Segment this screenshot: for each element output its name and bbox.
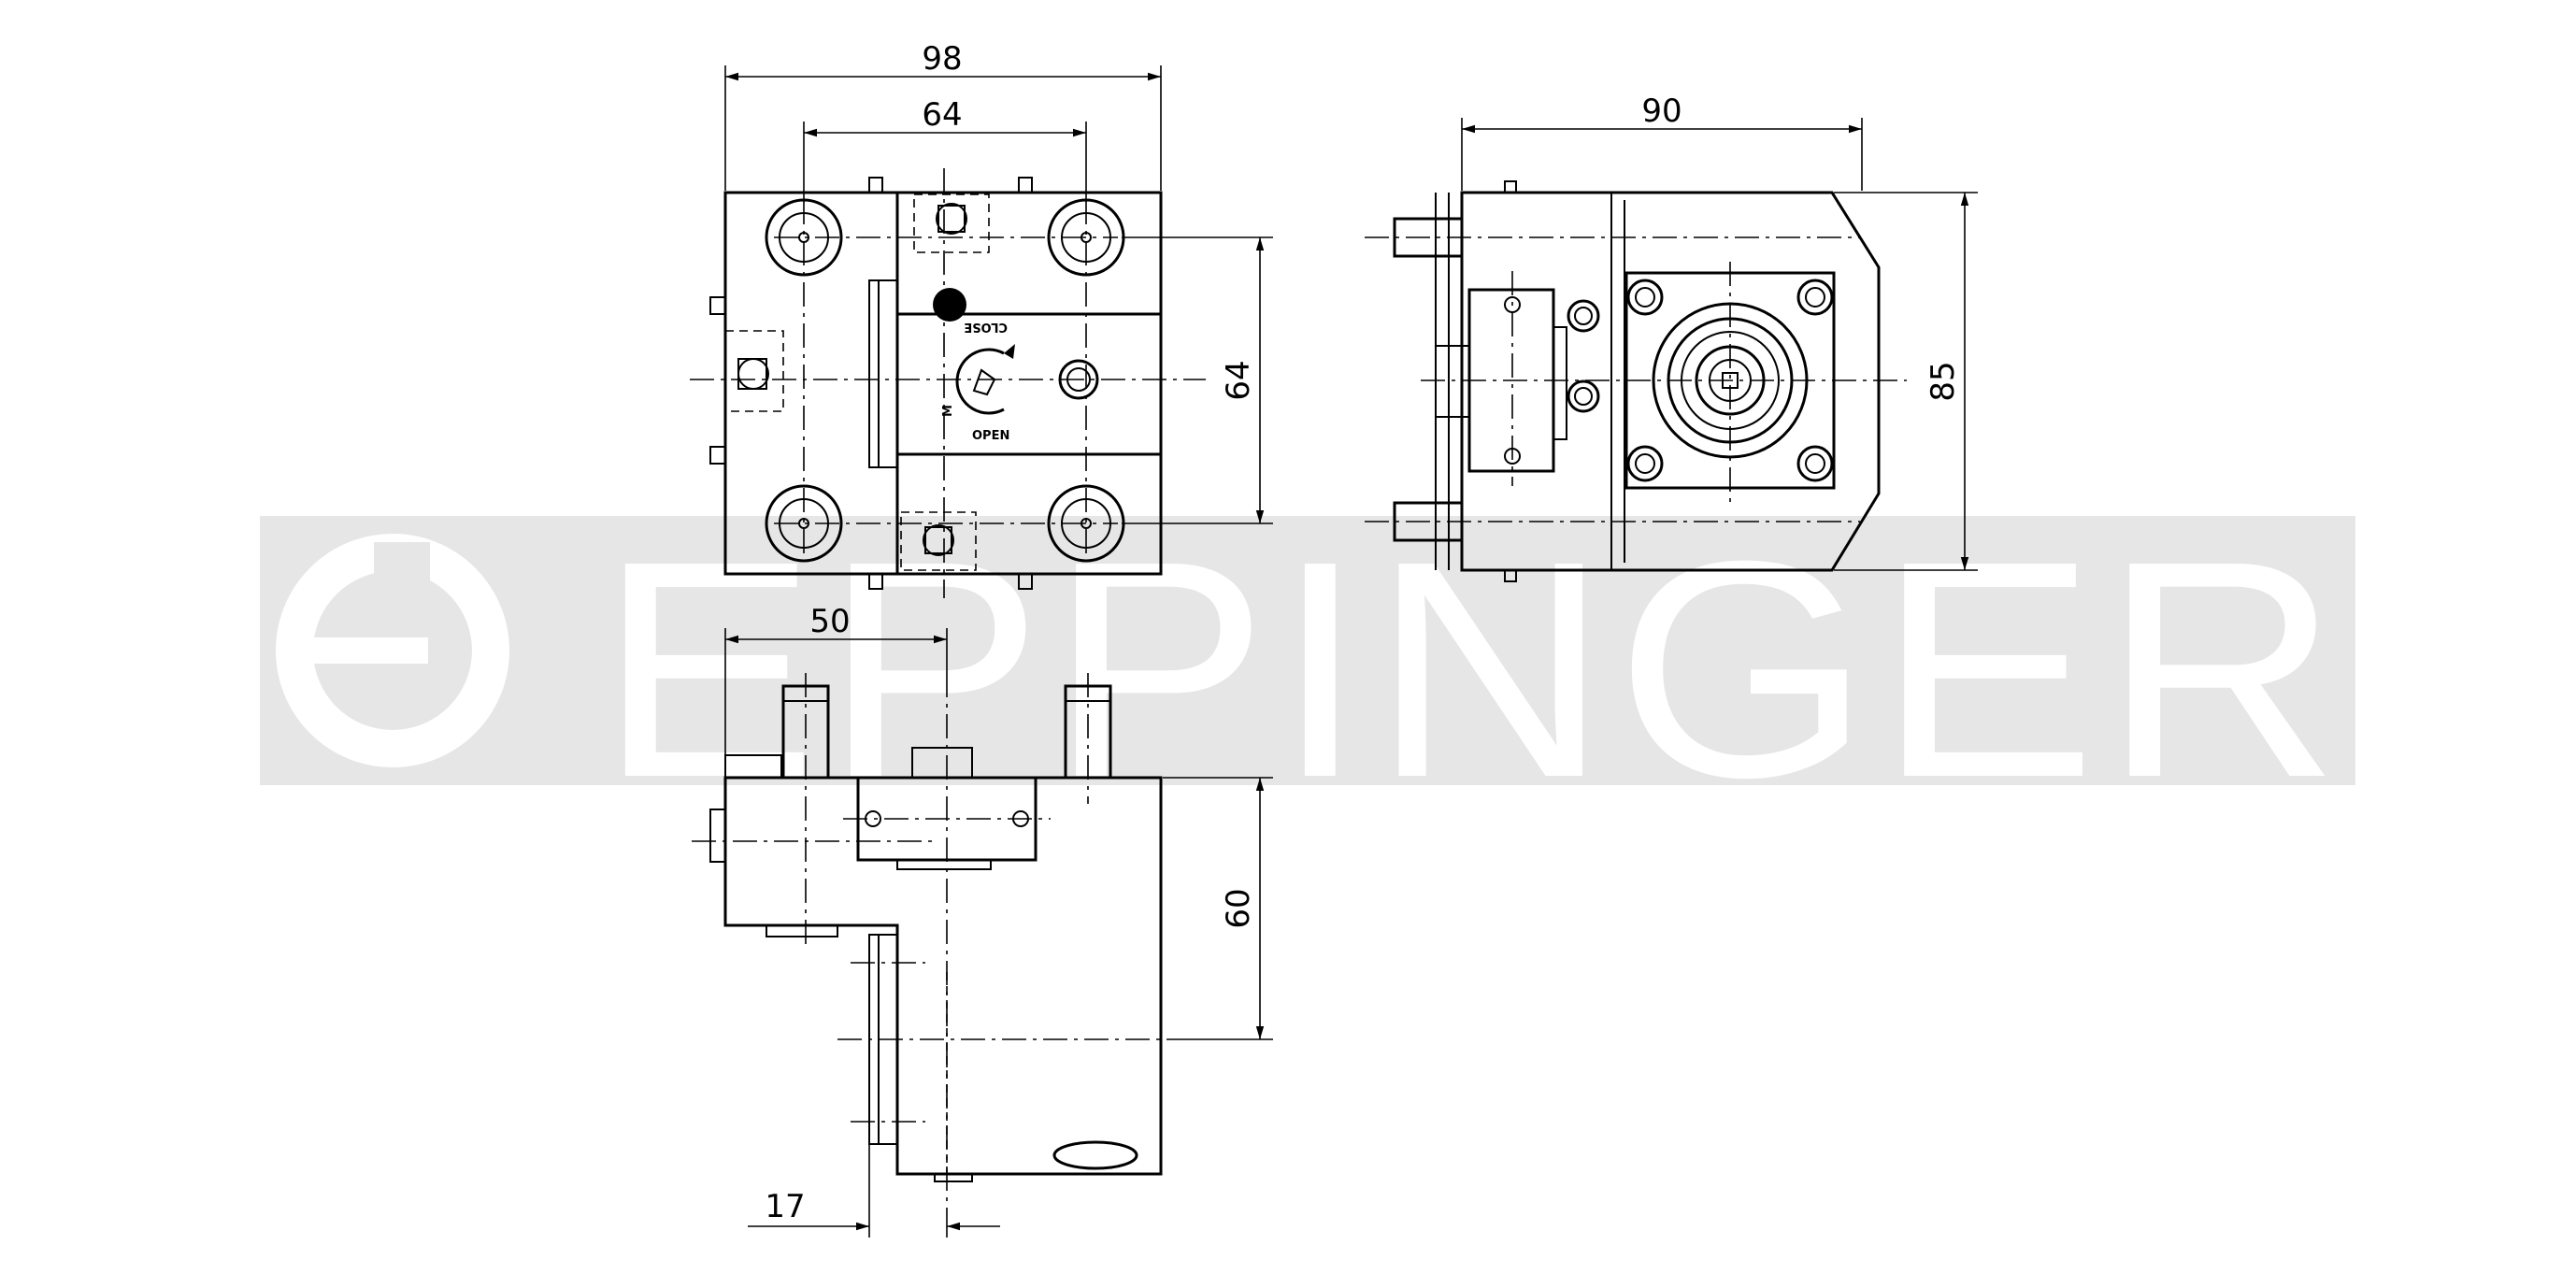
top-dark-screw-icon [933, 288, 966, 322]
dim-top-height-label: 64 [1220, 360, 1257, 400]
dim-side-offset: 50 [724, 603, 948, 776]
dial-close-label: CLOSE [964, 320, 1008, 334]
eppinger-logo-icon [276, 534, 509, 767]
dim-top-bolt-spacing-label: 64 [922, 96, 962, 134]
dim-top-width-label: 98 [922, 40, 962, 78]
top-coolant-block-left [724, 330, 784, 412]
dim-top-bolt-spacing: 64 [803, 96, 1087, 202]
front-view [1365, 180, 1907, 582]
dial-open-label: OPEN [972, 429, 1009, 443]
top-coolant-block-top [913, 193, 990, 253]
open-close-dial-icon [955, 344, 1015, 415]
dim-front-height-label: 85 [1925, 361, 1962, 401]
top-coolant-block-bottom [900, 511, 977, 571]
dim-top-width: 98 [724, 40, 1162, 191]
front-screw-top [1567, 299, 1600, 333]
dim-front-width: 90 [1461, 93, 1863, 191]
dim-side-height: 60 [1163, 777, 1273, 1040]
dim-side-offset-label: 50 [809, 603, 850, 640]
watermark-brand: EPPINGER [598, 496, 2346, 841]
dim-side-bottom: 17 [748, 1144, 1000, 1238]
dim-front-height: 85 [1834, 192, 1978, 571]
dim-side-bottom-label: 17 [765, 1188, 805, 1225]
front-screw-bottom [1567, 379, 1600, 413]
dim-front-width-label: 90 [1641, 93, 1682, 130]
eppinger-watermark: EPPINGER [260, 496, 2355, 841]
flange-bolts [1626, 279, 1834, 482]
dim-side-height-label: 60 [1220, 888, 1257, 928]
dim-top-height: 64 [1122, 236, 1273, 524]
side-view [692, 673, 1189, 1215]
